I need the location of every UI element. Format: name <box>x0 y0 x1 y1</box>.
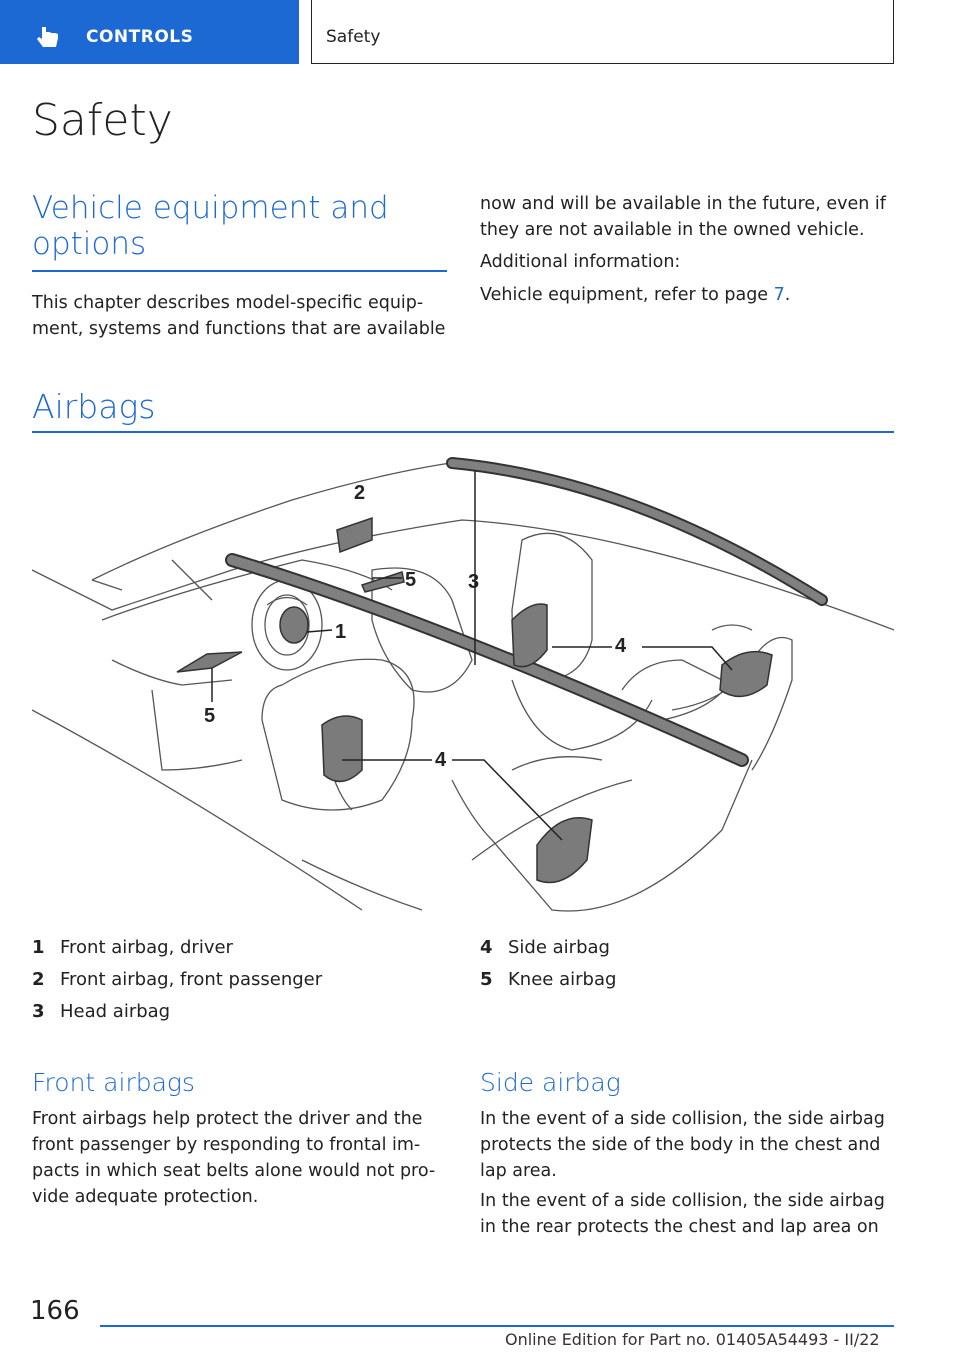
callout-4-rear: 4 <box>615 635 627 657</box>
side-airbag-text: In the event of a side collision, the si… <box>480 1109 885 1181</box>
section-tab[interactable]: CONTROLS <box>0 0 299 64</box>
vehicle-equipment-text: This chapter describes model-specific eq… <box>32 293 446 339</box>
legend-number: 5 <box>480 969 493 990</box>
section-divider <box>32 270 447 272</box>
callout-5-driver: 5 <box>204 705 215 727</box>
section-label: CONTROLS <box>86 27 194 47</box>
airbags-heading: Airbags <box>32 387 156 426</box>
legend-item: 3 Head airbag <box>32 996 322 1028</box>
topic-header: Safety <box>311 0 894 64</box>
legend-number: 2 <box>32 969 45 990</box>
side-airbag-heading: Side airbag <box>480 1068 621 1097</box>
legend-label: Knee airbag <box>508 969 617 990</box>
legend-left: 1 Front airbag, driver 2 Front airbag, fro… <box>32 932 322 1028</box>
legend-item: 5 Knee airbag <box>480 964 616 996</box>
reference-suffix: . <box>784 285 791 305</box>
legend-label: Front airbag, driver <box>60 937 233 958</box>
legend-label: Head airbag <box>60 1001 171 1022</box>
legend-right: 4 Side airbag 5 Knee airbag <box>480 932 616 996</box>
legend-number: 1 <box>32 937 45 958</box>
legend-item: 4 Side airbag <box>480 932 616 964</box>
front-airbags-text: Front airbags help protect the driver an… <box>32 1109 436 1207</box>
pointing-hand-icon <box>36 24 62 52</box>
vehicle-equipment-heading: Vehicle equipment and options <box>32 190 389 262</box>
vehicle-equipment-reference: Vehicle equipment, refer to page 7. <box>480 282 895 308</box>
edition-note: Online Edition for Part no. 01405A54493 … <box>505 1330 880 1349</box>
legend-label: Front airbag, front passenger <box>60 969 323 990</box>
topic-label: Safety <box>326 27 381 47</box>
page-link[interactable]: 7 <box>773 285 785 305</box>
airbag-locations-diagram: 1 2 3 4 4 5 5 <box>32 457 894 912</box>
callout-2: 2 <box>354 482 365 504</box>
page-title: Safety <box>32 95 173 146</box>
legend-number: 3 <box>32 1001 45 1022</box>
callout-4-front: 4 <box>435 749 447 771</box>
side-airbag-text-rear: In the event of a side collision, the si… <box>480 1191 885 1237</box>
airbags-divider <box>32 431 894 433</box>
legend-number: 4 <box>480 937 493 958</box>
front-airbags-heading: Front airbags <box>32 1068 195 1097</box>
legend-item: 1 Front airbag, driver <box>32 932 322 964</box>
legend-label: Side airbag <box>508 937 610 958</box>
page-number: 166 <box>30 1296 80 1326</box>
reference-text: Vehicle equipment, refer to page <box>480 285 774 305</box>
vehicle-equipment-text-cont: now and will be available in the future,… <box>480 194 886 240</box>
legend-item: 2 Front airbag, front passenger <box>32 964 322 996</box>
callout-1: 1 <box>335 621 346 643</box>
additional-info-label: Additional information: <box>480 252 681 272</box>
footer-divider <box>100 1325 894 1327</box>
callout-3: 3 <box>468 571 479 593</box>
callout-5-passenger: 5 <box>405 569 416 591</box>
